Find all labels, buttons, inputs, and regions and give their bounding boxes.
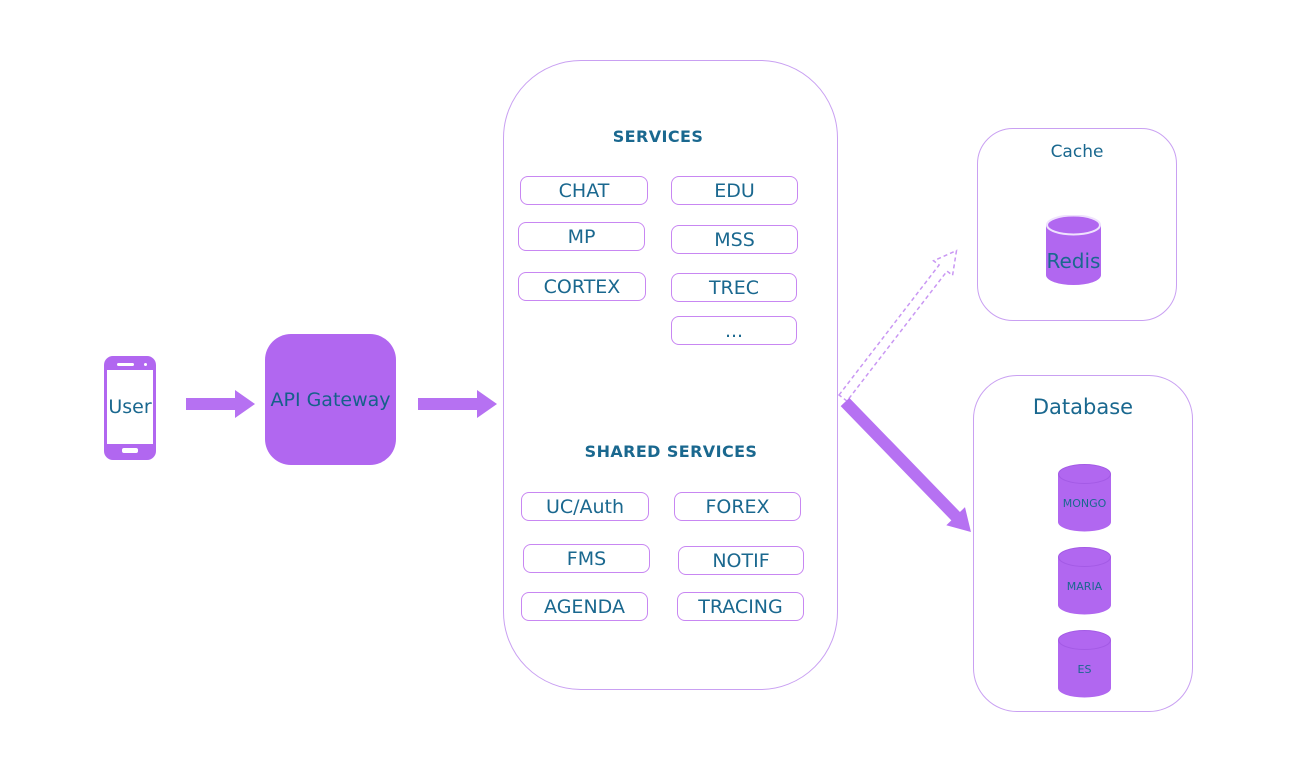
service-box-tracing: TRACING [677,592,804,621]
maria-label: MARIA [1066,580,1103,593]
redis-label: Redis [1046,249,1101,273]
mongo-label: MONGO [1062,497,1107,510]
service-box-fms: FMS [523,544,650,573]
redis-cylinder: Redis [1046,215,1101,285]
service-box-forex: FOREX [674,492,801,521]
services-container [503,60,838,690]
cache-title: Cache [1050,142,1104,162]
service-box-edu: EDU [671,176,798,205]
service-box-mp: MP [518,222,645,251]
service-box-trec: TREC [671,273,797,302]
es-cylinder: ES [1058,630,1111,698]
es-label: ES [1077,663,1092,676]
phone-bottom-bar [107,444,153,457]
phone-speaker-icon [117,363,134,366]
api-gateway-label: API Gateway [270,388,391,411]
service-box-more: ... [671,316,797,345]
service-box-notif: NOTIF [678,546,804,575]
phone-home-button-icon [122,448,138,453]
database-cylinder-icon [1058,547,1111,615]
service-box-chat: CHAT [520,176,648,205]
services-title: SERVICES [612,127,704,146]
arrow-user-to-gateway [186,390,255,418]
arrow-services-to-database [840,397,971,532]
arrow-services-to-cache [837,249,958,403]
user-phone-icon: User [104,356,156,460]
database-cylinder-icon [1058,630,1111,698]
service-box-mss: MSS [671,225,798,254]
phone-top-bar [107,359,153,370]
mongo-cylinder: MONGO [1058,464,1111,532]
maria-cylinder: MARIA [1058,547,1111,615]
shared-services-title: SHARED SERVICES [584,442,758,461]
user-label: User [108,396,152,418]
database-cylinder-icon [1058,464,1111,532]
service-box-agenda: AGENDA [521,592,648,621]
service-box-ucauth: UC/Auth [521,492,649,521]
arrow-gateway-to-services [418,390,497,418]
phone-camera-icon [144,363,147,366]
database-cylinder-icon [1046,215,1101,285]
phone-screen: User [107,370,153,444]
database-title: Database [1032,395,1134,419]
service-box-cortex: CORTEX [518,272,646,301]
api-gateway-node: API Gateway [265,334,396,465]
